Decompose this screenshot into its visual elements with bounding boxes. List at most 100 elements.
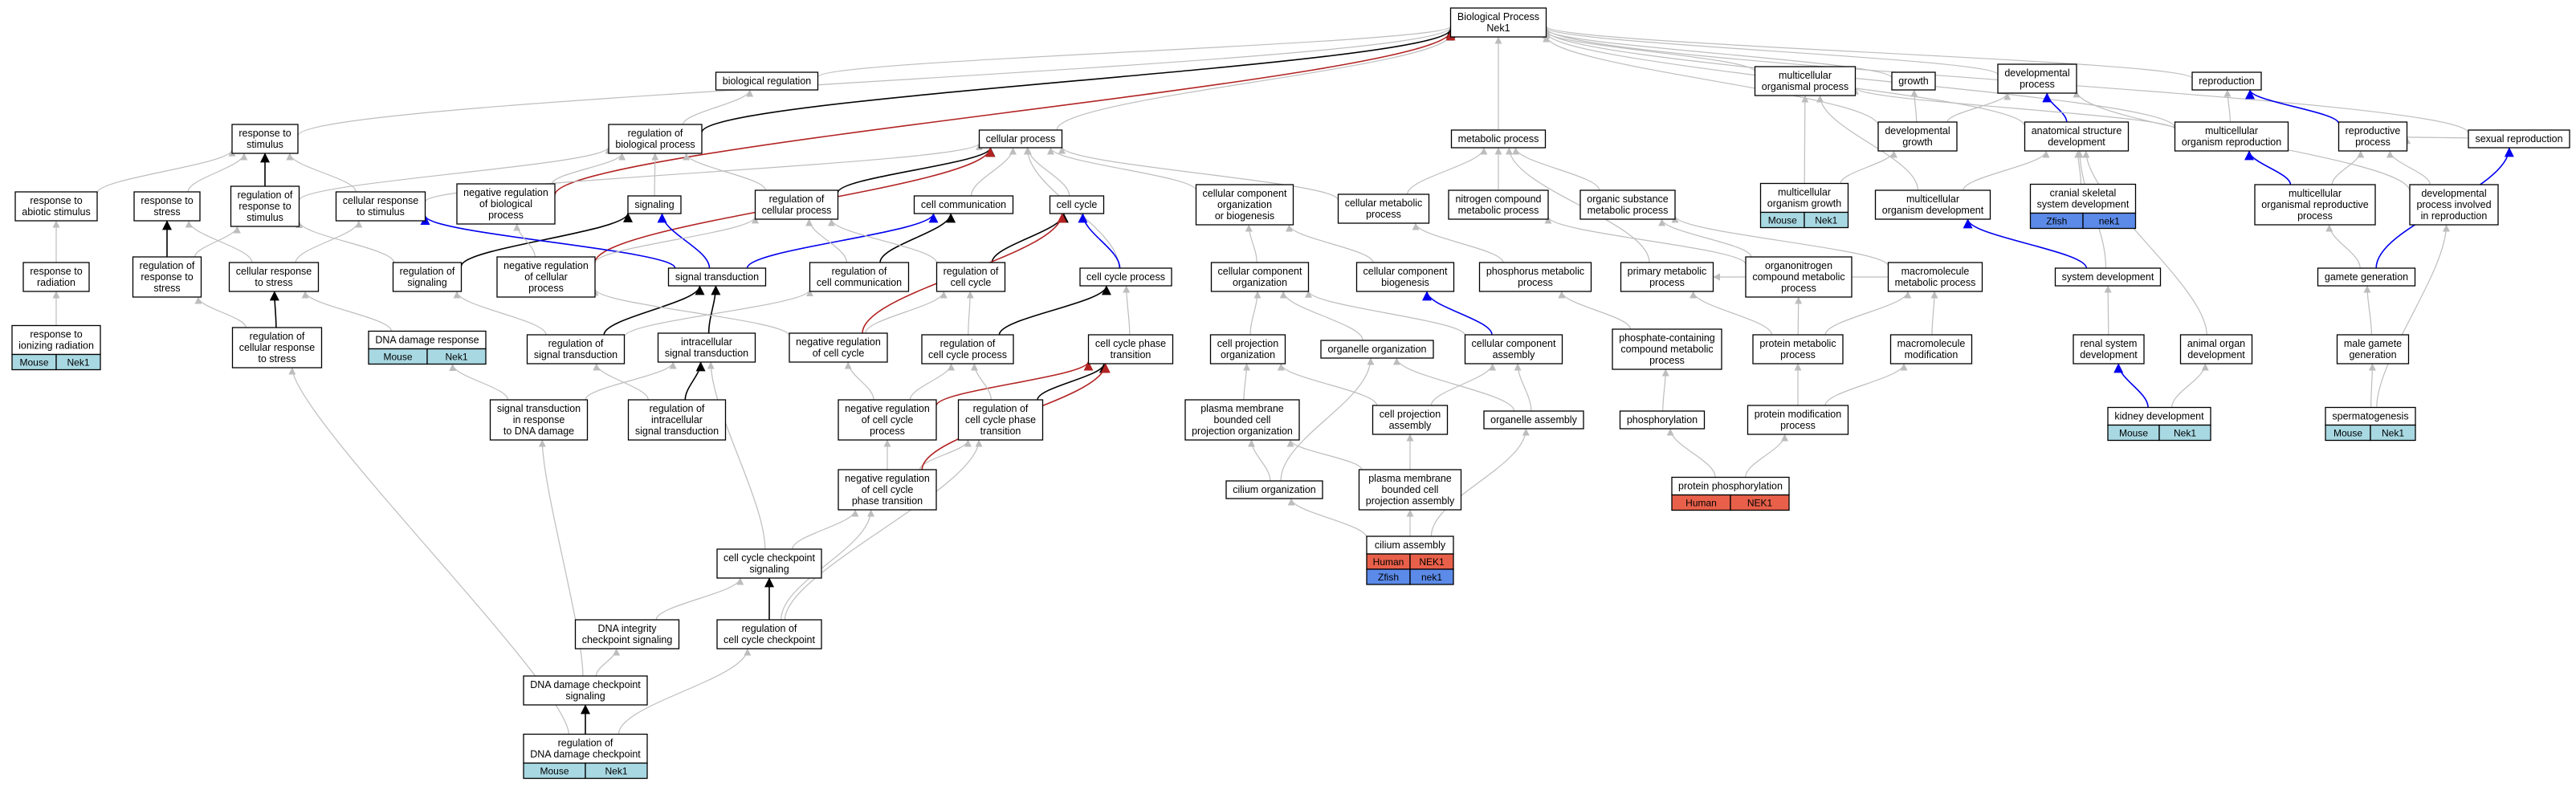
go-term-node-cellproc[interactable]: cellular process <box>978 129 1063 149</box>
go-term-node-sexrepro[interactable]: sexual reproduction <box>2468 129 2570 149</box>
go-term-node-phos[interactable]: phosphorylation <box>1619 410 1706 430</box>
node-box <box>11 324 101 356</box>
go-term-node-sigtrans[interactable]: signal transduction <box>667 267 767 287</box>
go-term-node-growth[interactable]: growth <box>1891 71 1936 91</box>
node-label-line: sexual reproduction <box>2475 133 2562 145</box>
go-term-node-repro[interactable]: reproduction <box>2191 71 2262 91</box>
go-term-node-orgorg[interactable]: organelle organization <box>1320 340 1434 359</box>
go-term-node-orgasm[interactable]: organelle assembly <box>1483 410 1584 430</box>
go-term-node-ccproc[interactable]: cell cycle process <box>1079 267 1172 287</box>
go-term-node-cellcomm[interactable]: cell communication <box>913 195 1014 214</box>
node-label-line: macromolecule <box>1897 338 1966 349</box>
node-box <box>231 327 323 369</box>
node-label-line: signaling <box>407 277 446 288</box>
edge-nrbp-to-bp <box>554 31 1456 196</box>
edge-devgrowth-to-bp <box>1543 35 1879 126</box>
go-term-node-cellcycle[interactable]: cell cycle <box>1049 195 1105 214</box>
edge-orgorg-to-cco <box>1279 291 1363 341</box>
go-term-node-bioreg[interactable]: biological regulation <box>715 71 819 91</box>
go-term-node-ciliumorg[interactable]: cilium organization <box>1225 480 1323 499</box>
node-label-line: protein phosphorylation <box>1678 481 1783 492</box>
node-box <box>392 262 463 292</box>
species-badge-zfish <box>2082 212 2137 230</box>
node-box <box>1195 184 1294 226</box>
go-term-node-sysdev[interactable]: system development <box>2054 267 2162 287</box>
go-term-node-metproc[interactable]: metabolic process <box>1450 129 1547 149</box>
go-term-node-gamgen[interactable]: gamete generation <box>2317 267 2416 287</box>
go-term-node-signaling[interactable]: signaling <box>627 195 682 214</box>
